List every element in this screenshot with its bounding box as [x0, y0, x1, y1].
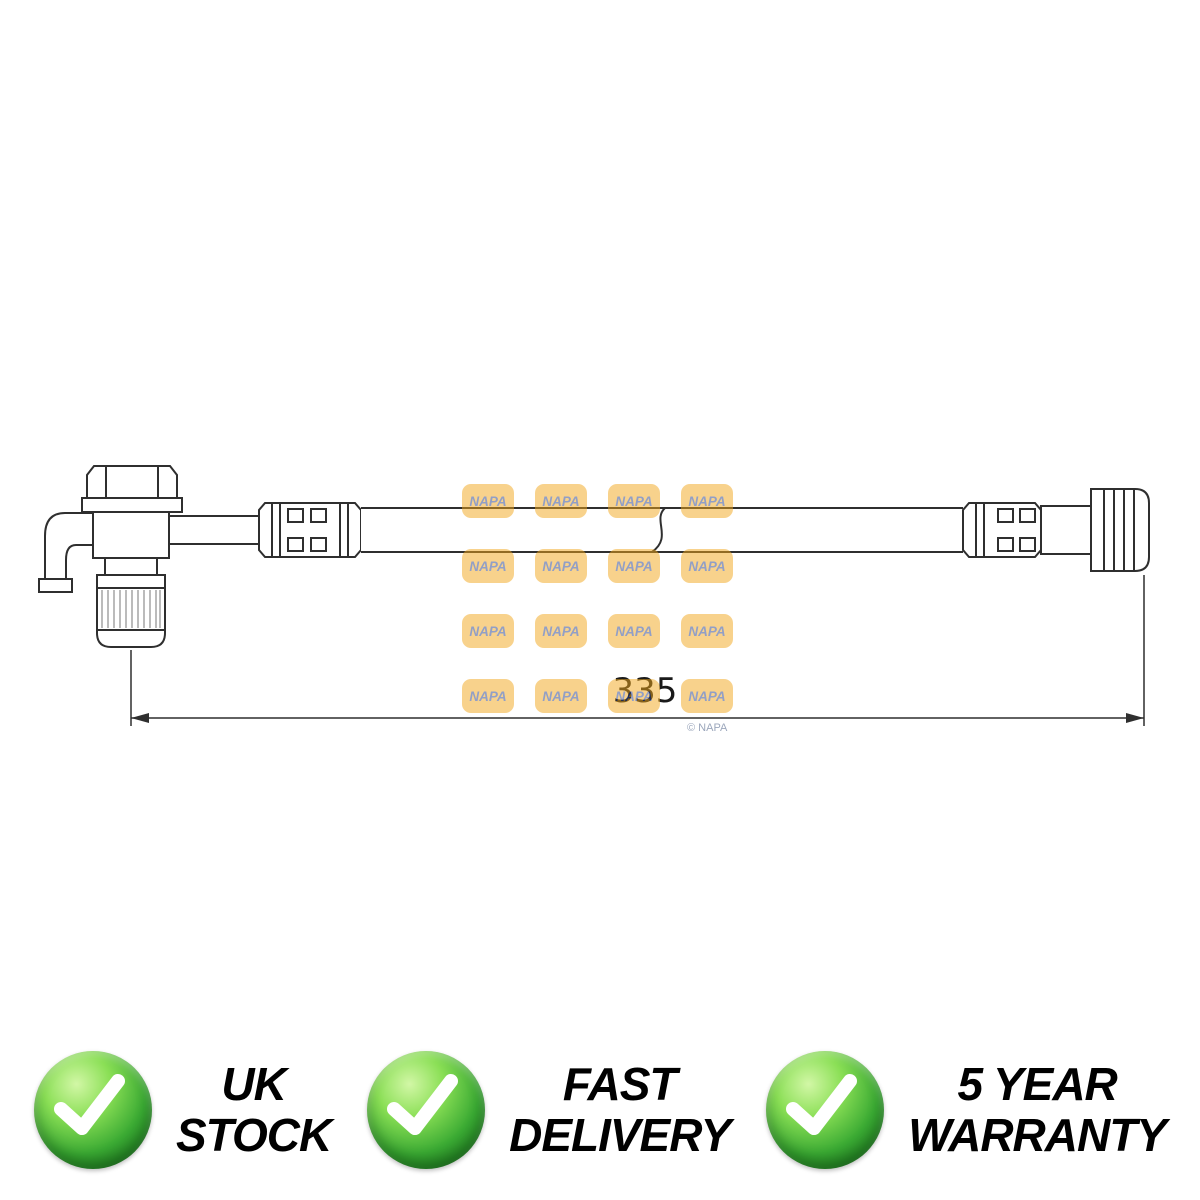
end-cap: [1090, 488, 1150, 572]
right-fitting: [962, 488, 1150, 572]
badge-label-fast-delivery: FAST DELIVERY: [509, 1058, 731, 1161]
left-crimp-collar: [258, 502, 362, 558]
badge-line: DELIVERY: [509, 1109, 731, 1161]
badge-label-uk-stock: UK STOCK: [176, 1058, 332, 1161]
hose-run: [361, 507, 963, 553]
check-badge-icon: [34, 1051, 152, 1169]
checkmark-icon: [54, 1074, 125, 1135]
badge-row: UK STOCK FAST DELIVERY 5 YEAR WARRANTY: [34, 1048, 1167, 1172]
dimension-lines: [130, 575, 1145, 726]
badge-fast-delivery: FAST DELIVERY: [367, 1051, 731, 1169]
dimension-label: 335: [613, 671, 678, 711]
elbow-pipe: [38, 512, 96, 593]
washer: [81, 497, 183, 513]
checkmark-icon: [387, 1074, 459, 1135]
badge-5-year-warranty: 5 YEAR WARRANTY: [766, 1051, 1167, 1169]
badge-uk-stock: UK STOCK: [34, 1051, 332, 1169]
check-badge-icon: [367, 1051, 486, 1169]
badge-label-warranty: 5 YEAR WARRANTY: [908, 1058, 1167, 1161]
badge-line: STOCK: [176, 1109, 332, 1161]
break-line: [651, 507, 666, 553]
hex-nut: [86, 465, 178, 499]
check-badge-icon: [766, 1051, 885, 1169]
badge-line: 5 YEAR: [957, 1058, 1117, 1111]
checkmark-icon: [786, 1074, 858, 1135]
neck: [104, 557, 158, 576]
rubber-boot: [96, 574, 166, 648]
badge-line: WARRANTY: [908, 1109, 1167, 1161]
valve-body: [92, 511, 170, 559]
badge-line: FAST: [562, 1058, 678, 1111]
tube-stub: [168, 515, 260, 545]
badge-line: UK: [221, 1058, 286, 1111]
